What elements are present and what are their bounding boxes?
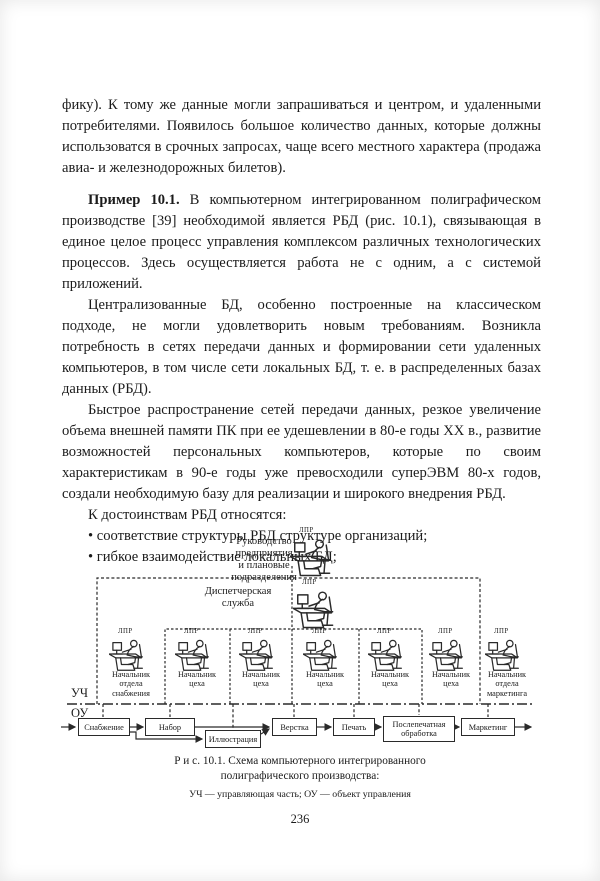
example-text: В компьютерном интегрированном полиграфи… xyxy=(62,192,542,292)
lpr-label: ЛПР xyxy=(377,628,392,635)
flow-box: Печать xyxy=(333,718,375,736)
body-text: фику). К тому же данные могли запрашиват… xyxy=(62,95,541,568)
paragraph: Быстрое распространение сетей передачи д… xyxy=(62,402,541,502)
dispatcher-label: Диспетчерская служба xyxy=(204,586,272,609)
ou-label: ОУ xyxy=(71,706,89,720)
station-caption: Начальник цеха xyxy=(177,670,217,689)
figure-caption: Р и с. 10.1. Схема компьютерного интегри… xyxy=(174,755,426,782)
flow-box: Снабжение xyxy=(78,718,130,736)
lpr-label: ЛПР xyxy=(302,579,317,586)
station-caption: Начальник отдела маркетинга xyxy=(486,670,528,698)
flow-box: Маркетинг xyxy=(461,718,515,736)
flow-box: Набор xyxy=(145,718,195,736)
station-caption: Начальник отдела снабжения xyxy=(111,670,151,698)
figure-legend: УЧ — управляющая часть; ОУ — объект упра… xyxy=(189,789,411,800)
lpr-label: ЛПР xyxy=(438,628,453,635)
flow-box: Верстка xyxy=(272,718,317,736)
diagram-lines xyxy=(61,566,533,743)
station-caption: Начальник цеха xyxy=(305,670,345,689)
lpr-label: ЛПР xyxy=(494,628,509,635)
station-caption: Начальник цеха xyxy=(431,670,471,689)
lpr-label: ЛПР xyxy=(118,628,133,635)
figure-diagram: Руководство предприятия и плановые подра… xyxy=(55,527,542,760)
lpr-label: ЛПР xyxy=(312,628,327,635)
lpr-label: ЛПР xyxy=(248,628,263,635)
management-label: Руководство предприятия и плановые подра… xyxy=(231,536,297,583)
example-paragraph: Пример 10.1. В компьютерном интегрирован… xyxy=(62,190,541,295)
flow-box: Послепечатная обработка xyxy=(383,716,455,742)
lpr-label: ЛПР xyxy=(184,628,199,635)
lpr-label: ЛПР xyxy=(299,527,314,534)
flow-box: Иллюстрация xyxy=(205,730,261,748)
bullet-item: • гибкое взаимодействие локальных БД; xyxy=(88,549,337,565)
station-caption: Начальник цеха xyxy=(241,670,281,689)
example-label: Пример 10.1. xyxy=(88,192,180,208)
paragraph: Централизованные БД, особенно построенны… xyxy=(62,297,541,397)
station-caption: Начальник цеха xyxy=(370,670,410,689)
page-number: 236 xyxy=(290,812,310,826)
uch-label: УЧ xyxy=(71,686,88,700)
bullet-item: • соответствие структуры РБД структуре о… xyxy=(88,528,428,544)
paragraph: К достоинствам РБД относятся: xyxy=(88,507,287,523)
paragraph: фику). К тому же данные могли запрашиват… xyxy=(62,97,541,176)
